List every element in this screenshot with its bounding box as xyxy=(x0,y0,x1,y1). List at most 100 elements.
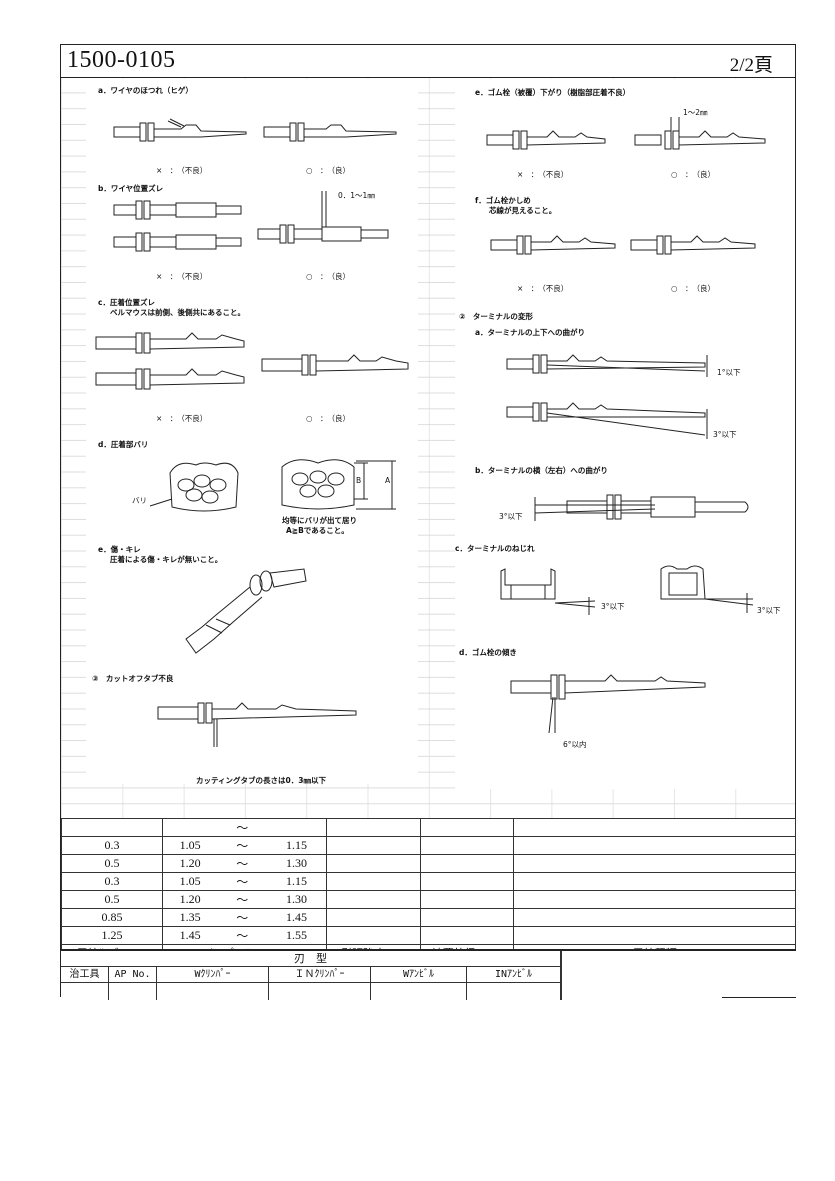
inspection-sheet: 1500-0105 2/2頁 a．ワイヤのほつれ（ヒゲ） × ： （不良） ○ … xyxy=(60,44,796,1000)
crimp-max-cell: 1.45 xyxy=(267,908,327,927)
jig-label: 治工具 xyxy=(61,967,109,1000)
crimp-position-diagram xyxy=(95,332,409,390)
section-c-bad: × ： （不良） xyxy=(156,414,208,423)
crimp-spec-table: ～ 0.3 1.05 ～ 1.15 0.5 1.20 ～ 1.30 0.3 1.… xyxy=(61,818,796,962)
right-d-lim: 6°以内 xyxy=(563,740,587,749)
crimp-min-cell: 1.05 xyxy=(161,836,218,855)
right-f-good: ○ ： （良） xyxy=(671,284,716,293)
tilde-cell: ～ xyxy=(217,890,268,909)
right-e-dim: 1～2㎜ xyxy=(683,108,708,117)
crimp-max-cell: 1.15 xyxy=(267,872,327,891)
seal-tilt-diagram xyxy=(510,674,706,734)
cutoff-tab-diagram xyxy=(157,702,357,747)
right-b-lim: 3°以下 xyxy=(499,512,523,521)
right-a-lim1: 1°以下 xyxy=(717,368,741,377)
right-f-note: 芯線が見えること。 xyxy=(489,206,557,215)
right-a-title: a．ターミナルの上下への曲がり xyxy=(475,328,586,337)
tooling-table: 刃 型 治工具 AP No. Wｸﾘﾝﾊﾟｰ ＩＮｸﾘﾝﾊﾟｰ Wｱﾝﾋﾞﾙ I… xyxy=(61,949,796,1000)
wire-size-cell: 0.3 xyxy=(61,872,163,891)
lateral-bend-diagram xyxy=(534,494,749,521)
in-anvil-label: INｱﾝﾋﾞﾙ xyxy=(467,967,561,1000)
section-c-note: ベルマウスは前側、後側共にあること。 xyxy=(110,308,245,317)
document-number: 1500-0105 xyxy=(67,47,176,73)
tilde-cell: ～ xyxy=(217,908,268,927)
page-number: 2/2頁 xyxy=(729,55,773,76)
section-d-note1: 均等にバリが出て居り xyxy=(282,516,357,525)
section-d-note2: A≧Bであること。 xyxy=(286,526,349,535)
wire-size-cell: 0.3 xyxy=(61,836,163,855)
section-b-title: b．ワイヤ位置ズレ xyxy=(98,184,164,193)
crimp-min-cell: 1.20 xyxy=(161,854,218,873)
section-3-title: ③ カットオフタブ不良 xyxy=(92,674,174,683)
wire-size-cell: 0.5 xyxy=(61,890,163,909)
section-b-dim: 0．1～1㎜ xyxy=(338,191,375,200)
right-drawing-panel: e．ゴム栓（被覆）下がり（樹脂部圧着不良） 1～2㎜ × ： （不良） ○ ： … xyxy=(455,79,795,539)
tilde-cell: ～ xyxy=(217,818,268,837)
section-e-note: 圧着による傷・キレが無いこと。 xyxy=(110,555,223,564)
section-d-title: d．圧着部バリ xyxy=(98,440,149,449)
crimp-max-cell: 1.30 xyxy=(267,890,327,909)
section-e-title: e．傷・キレ xyxy=(98,545,141,554)
right-lower-panel: c．ターミナルのねじれ 3°以下 3°以下 d．ゴム栓の傾き 6°以内 xyxy=(455,539,795,789)
right-c-lim2: 3°以下 xyxy=(757,606,781,615)
dim-a-label: A xyxy=(385,476,391,485)
w-crimper-label: Wｸﾘﾝﾊﾟｰ xyxy=(157,967,269,1000)
section-b-good: ○ ： （良） xyxy=(306,272,351,281)
table-row: ～ xyxy=(61,818,796,837)
w-anvil-label: Wｱﾝﾋﾞﾙ xyxy=(371,967,467,1000)
tilde-cell: ～ xyxy=(217,854,268,873)
crimp-max-cell: 1.15 xyxy=(267,836,327,855)
seal-drop-diagram xyxy=(486,117,766,150)
twist-diagram xyxy=(500,565,754,615)
section-a-good: ○ ： （良） xyxy=(306,166,351,175)
sheet-header: 1500-0105 2/2頁 xyxy=(61,45,795,78)
scratch-cut-diagram xyxy=(185,568,307,654)
right-c-lim1: 3°以下 xyxy=(601,602,625,611)
vertical-bend-diagram xyxy=(506,354,708,439)
ap-no-label: AP No. xyxy=(109,967,157,1000)
footer-line xyxy=(722,997,796,998)
table-row: 1.25 1.45 ～ 1.55 xyxy=(61,926,796,945)
left-drawing-panel: a．ワイヤのほつれ（ヒゲ） × ： （不良） ○ ： （良） b．ワイヤ位置ズレ… xyxy=(86,79,418,785)
wire-fray-diagram xyxy=(113,118,397,142)
table-row: 0.85 1.35 ～ 1.45 xyxy=(61,908,796,927)
table-row: 0.5 1.20 ～ 1.30 xyxy=(61,854,796,873)
wire-size-cell: 1.25 xyxy=(61,926,163,945)
table-row: 0.3 1.05 ～ 1.15 xyxy=(61,872,796,891)
right-e-title: e．ゴム栓（被覆）下がり（樹脂部圧着不良） xyxy=(475,88,631,97)
right-f-bad: × ： （不良） xyxy=(517,284,569,293)
crimp-min-cell: 1.45 xyxy=(161,926,218,945)
right-e-good: ○ ： （良） xyxy=(671,170,716,179)
right-f-title: f．ゴム栓かしめ xyxy=(475,196,531,205)
crimp-min-cell: 1.20 xyxy=(161,890,218,909)
tilde-cell: ～ xyxy=(217,872,268,891)
seal-crimp-diagram xyxy=(490,235,756,255)
dim-b-label: B xyxy=(356,476,362,485)
crimp-burr-diagram xyxy=(149,459,396,512)
tilde-cell: ～ xyxy=(217,836,268,855)
section-2-title: ② ターミナルの変形 xyxy=(459,312,533,321)
wire-size-cell: 0.85 xyxy=(61,908,163,927)
crimp-min-cell: 1.05 xyxy=(161,872,218,891)
in-crimper-label: ＩＮｸﾘﾝﾊﾟｰ xyxy=(269,967,371,1000)
right-b-title: b．ターミナルの横（左右）への曲がり xyxy=(475,466,608,475)
right-c-title: c．ターミナルのねじれ xyxy=(455,544,535,553)
crimp-min-cell: 1.35 xyxy=(161,908,218,927)
section-c-good: ○ ： （良） xyxy=(306,414,351,423)
wire-size-cell: 0.5 xyxy=(61,854,163,873)
section-3-note: カッティングタブの長さは0．3㎜以下 xyxy=(196,776,326,785)
crimp-max-cell: 1.30 xyxy=(267,854,327,873)
right-e-bad: × ： （不良） xyxy=(517,170,569,179)
table-row: 0.5 1.20 ～ 1.30 xyxy=(61,890,796,909)
burr-label: バリ xyxy=(132,496,147,505)
section-a-title: a．ワイヤのほつれ（ヒゲ） xyxy=(98,86,193,95)
crimp-max-cell: 1.55 xyxy=(267,926,327,945)
section-a-bad: × ： （不良） xyxy=(156,166,208,175)
blade-group-header: 刃 型 xyxy=(61,951,561,967)
right-d-title: d．ゴム栓の傾き xyxy=(459,648,517,657)
tilde-cell: ～ xyxy=(217,926,268,945)
table-row: 0.3 1.05 ～ 1.15 xyxy=(61,836,796,855)
right-a-lim2: 3°以下 xyxy=(713,430,737,439)
wire-position-diagram xyxy=(113,191,389,252)
section-c-title: c．圧着位置ズレ xyxy=(98,298,155,307)
